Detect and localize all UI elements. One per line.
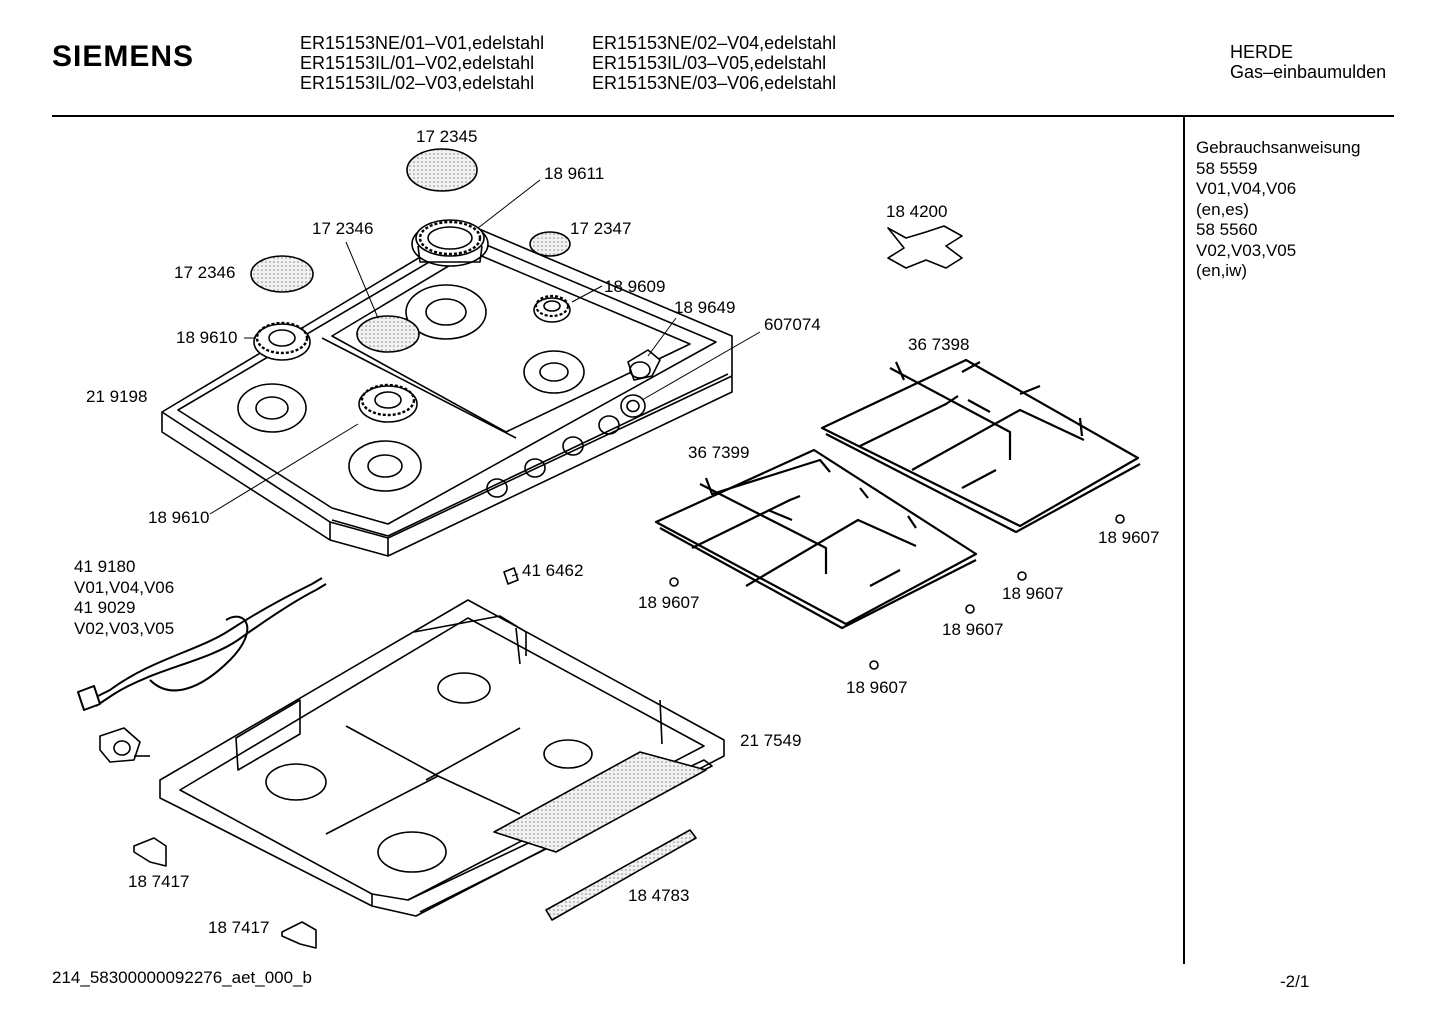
part-label: 18 9607: [942, 620, 1003, 639]
part-label: 41 9180: [74, 557, 135, 576]
part-label: 18 9607: [1098, 528, 1159, 547]
part-labels: 17 2345 18 9611 17 2346 17 2347 17 2346 …: [74, 127, 1159, 937]
burner-crown-medium-rear: [253, 321, 311, 361]
part-label: 18 9649: [674, 298, 735, 317]
part-label: 18 9607: [846, 678, 907, 697]
side-notes: Gebrauchsanweisung 58 5559 V01,V04,V06 (…: [1196, 138, 1360, 282]
knob-holes: [486, 415, 620, 498]
side-divider: [1183, 116, 1185, 964]
part-label: 21 9198: [86, 387, 147, 406]
side-note: V02,V03,V05: [1196, 240, 1297, 260]
side-note: 58 5560: [1196, 220, 1258, 239]
category: HERDE: [1230, 42, 1294, 62]
model-line: ER15153NE/03–V06,edelstahl: [592, 73, 837, 93]
burner-cap-large: [406, 148, 478, 192]
igniter-button: [620, 394, 646, 418]
page-number: -2/1: [1280, 972, 1310, 991]
part-label: V01,V04,V06: [74, 578, 174, 597]
rubber-foot: [965, 604, 975, 614]
model-line: ER15153NE/02–V04,edelstahl: [592, 33, 837, 53]
part-label: 18 9610: [148, 508, 209, 527]
leader-lines: [209, 179, 761, 577]
burner-cap-medium-center: [356, 315, 420, 353]
small-clip: [503, 567, 519, 585]
model-line: ER15153IL/02–V03,edelstahl: [300, 73, 535, 93]
burner-crown-large: [411, 219, 489, 267]
side-note: (en,iw): [1196, 261, 1248, 280]
side-note: 58 5559: [1196, 158, 1258, 178]
part-label: V02,V03,V05: [74, 619, 174, 638]
part-label: 18 4200: [886, 202, 947, 221]
part-label: 36 7399: [688, 443, 749, 462]
part-label: 18 7417: [128, 872, 189, 891]
rubber-foot: [1017, 571, 1027, 581]
side-note: (en,es): [1196, 199, 1249, 219]
wok-adapter: [887, 225, 963, 269]
part-label: 36 7398: [908, 335, 969, 354]
part-label: 17 2346: [312, 219, 373, 238]
header-divider: [52, 115, 1394, 117]
side-note: Gebrauchsanweisung: [1196, 138, 1361, 157]
cooktop-plate: [161, 225, 733, 557]
brand-logo: SIEMENS: [52, 40, 195, 73]
power-cable: [77, 577, 327, 711]
bottom-tray: [159, 599, 725, 917]
gas-valve-knob: [627, 349, 661, 381]
category-block: HERDE Gas–einbaumulden: [1230, 42, 1386, 82]
rubber-foot: [869, 660, 879, 670]
document-id: 214_58300000092276_aet_000_b: [52, 968, 312, 987]
part-label: 17 2346: [174, 263, 235, 282]
burner-seat-left-front: [348, 440, 422, 492]
ignition-unit: [99, 727, 150, 763]
pan-support-left: [654, 448, 978, 630]
burner-seat-right: [523, 350, 585, 394]
part-label: 18 9611: [544, 164, 604, 183]
rubber-foot: [669, 577, 679, 587]
part-label: 18 9610: [176, 328, 237, 347]
part-label: 18 9609: [604, 277, 665, 296]
subcategory: Gas–einbaumulden: [1230, 62, 1387, 82]
part-label: 18 9607: [638, 593, 699, 612]
side-note: V01,V04,V06: [1196, 179, 1297, 198]
burner-seat-left-rear: [237, 383, 307, 433]
model-line: ER15153NE/01–V01,edelstahl: [300, 33, 545, 53]
burner-seat-rear-large: [405, 284, 487, 340]
model-line: ER15153IL/01–V02,edelstahl: [300, 53, 535, 73]
part-label: 21 7549: [740, 731, 801, 750]
part-label: 41 6462: [522, 561, 583, 580]
part-label: 18 4783: [628, 886, 689, 905]
part-label: 18 9607: [1002, 584, 1063, 603]
part-label: 607074: [764, 315, 821, 334]
burner-cap-medium-left: [250, 255, 314, 293]
burner-cap-small: [529, 231, 571, 257]
part-label: 17 2347: [570, 219, 631, 238]
mounting-bracket: [281, 921, 317, 949]
model-line: ER15153IL/03–V05,edelstahl: [592, 53, 827, 73]
burner-crown-small: [533, 294, 571, 323]
part-label: 17 2345: [416, 127, 477, 146]
seal-strip: [545, 829, 697, 921]
model-list-2: ER15153NE/02–V04,edelstahl ER15153IL/03–…: [592, 33, 836, 93]
burner-crown-medium-front: [358, 383, 418, 423]
mounting-bracket: [133, 837, 167, 867]
rubber-foot: [1115, 514, 1125, 524]
pan-support-right: [820, 358, 1141, 534]
part-label: 41 9029: [74, 598, 135, 617]
model-list-1: ER15153NE/01–V01,edelstahl ER15153IL/01–…: [300, 33, 544, 93]
part-label: 18 7417: [208, 918, 269, 937]
